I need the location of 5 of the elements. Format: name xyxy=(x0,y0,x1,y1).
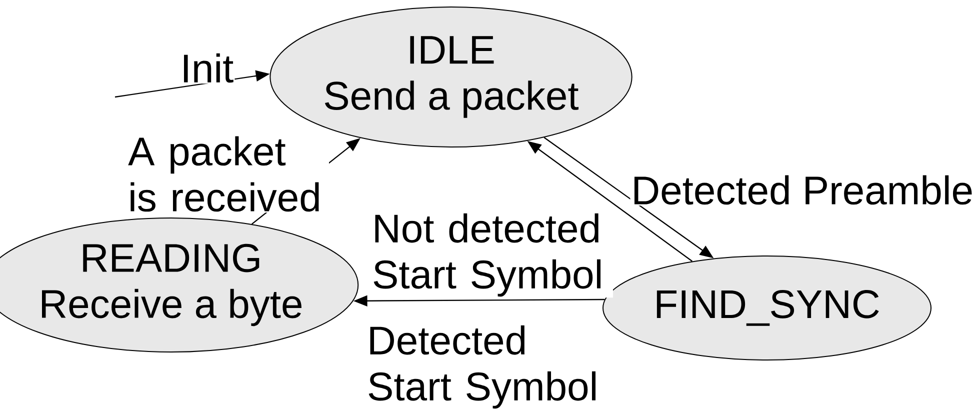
edge-label: Init xyxy=(179,52,235,84)
edge-label: Not detected Start Symbol xyxy=(371,212,613,298)
edge-label: Detected Preamble xyxy=(630,174,975,206)
note-text: Detected Start Symbol xyxy=(368,325,596,409)
edge-label: A packet is received xyxy=(127,135,329,213)
